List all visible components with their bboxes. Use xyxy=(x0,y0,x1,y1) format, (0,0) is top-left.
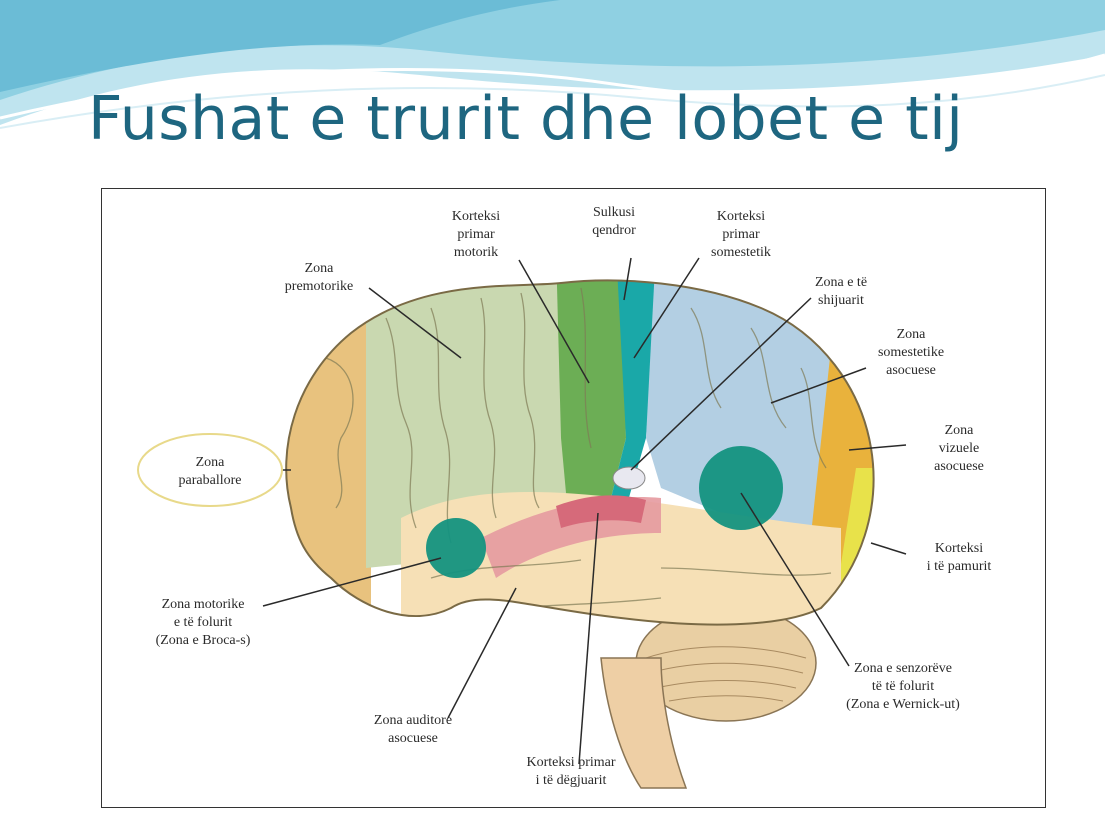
label-line: Zona e senzorëve xyxy=(854,661,952,676)
label-zona-shijuarit: Zona e të shijuarit xyxy=(815,275,867,308)
label-zona-somestetike-asocuese: Zona somestetike asocuese xyxy=(878,327,944,378)
label-line: të të folurit xyxy=(872,679,934,694)
label-line: Zona e të xyxy=(815,275,867,290)
cerebrum-lobes xyxy=(251,248,901,668)
label-line: vizuele xyxy=(939,441,979,456)
label-zona-premotorike: Zona premotorike xyxy=(285,261,353,294)
slide-title: Fushat e trurit dhe lobet e tij xyxy=(88,84,963,154)
label-korteksi-primar-somestetik: Korteksi primar somestetik xyxy=(711,209,771,260)
label-korteksi-primar-motorik: Korteksi primar motorik xyxy=(452,209,500,260)
label-line: (Zona e Broca-s) xyxy=(156,633,251,648)
label-line: shijuarit xyxy=(818,293,864,308)
label-line: Korteksi xyxy=(452,209,500,224)
label-line: Zona xyxy=(897,327,927,342)
label-korteksi-pamurit: Korteksi i të pamurit xyxy=(927,541,992,574)
broca-area-marker xyxy=(426,518,486,578)
label-zona-broca: Zona motorike e të folurit (Zona e Broca… xyxy=(156,597,251,648)
label-sulkusi-qendror: Sulkusi qendror xyxy=(592,205,636,238)
gustatory-area-marker xyxy=(613,467,645,489)
label-line: somestetike xyxy=(878,345,944,360)
label-line: e të folurit xyxy=(174,615,232,630)
label-zona-vizuele-asocuese: Zona vizuele asocuese xyxy=(934,423,984,474)
label-zona-paraballore: Zona paraballore xyxy=(179,455,242,488)
label-line: Zona xyxy=(196,455,226,470)
label-line: (Zona e Wernick-ut) xyxy=(846,697,960,712)
label-line: somestetik xyxy=(711,245,771,260)
wernicke-area-marker xyxy=(699,446,783,530)
label-zona-auditore-asocuese: Zona auditore asocuese xyxy=(374,713,452,746)
label-zona-wernicke: Zona e senzorëve të të folurit (Zona e W… xyxy=(846,661,960,712)
label-line: primar xyxy=(722,227,760,242)
label-line: Zona auditore xyxy=(374,713,452,728)
label-line: Korteksi xyxy=(935,541,983,556)
label-line: motorik xyxy=(454,245,498,260)
label-line: premotorike xyxy=(285,279,353,294)
label-line: Korteksi primar xyxy=(526,755,615,770)
label-line: i të dëgjuarit xyxy=(536,773,607,788)
label-line: qendror xyxy=(592,223,636,238)
label-line: Zona xyxy=(305,261,335,276)
label-line: asocuese xyxy=(886,363,936,378)
label-line: paraballore xyxy=(179,473,242,488)
label-korteksi-primar-degjuarit: Korteksi primar i të dëgjuarit xyxy=(526,755,615,788)
prefrontal-label-highlight xyxy=(138,434,282,506)
brain-diagram: Korteksi primar motorik Sulkusi qendror … xyxy=(101,188,1046,808)
label-line: asocuese xyxy=(934,459,984,474)
label-line: Sulkusi xyxy=(593,205,635,220)
label-line: i të pamurit xyxy=(927,559,992,574)
label-line: Korteksi xyxy=(717,209,765,224)
label-line: asocuese xyxy=(388,731,438,746)
label-line: Zona motorike xyxy=(162,597,245,612)
label-line: Zona xyxy=(945,423,975,438)
label-line: primar xyxy=(457,227,495,242)
